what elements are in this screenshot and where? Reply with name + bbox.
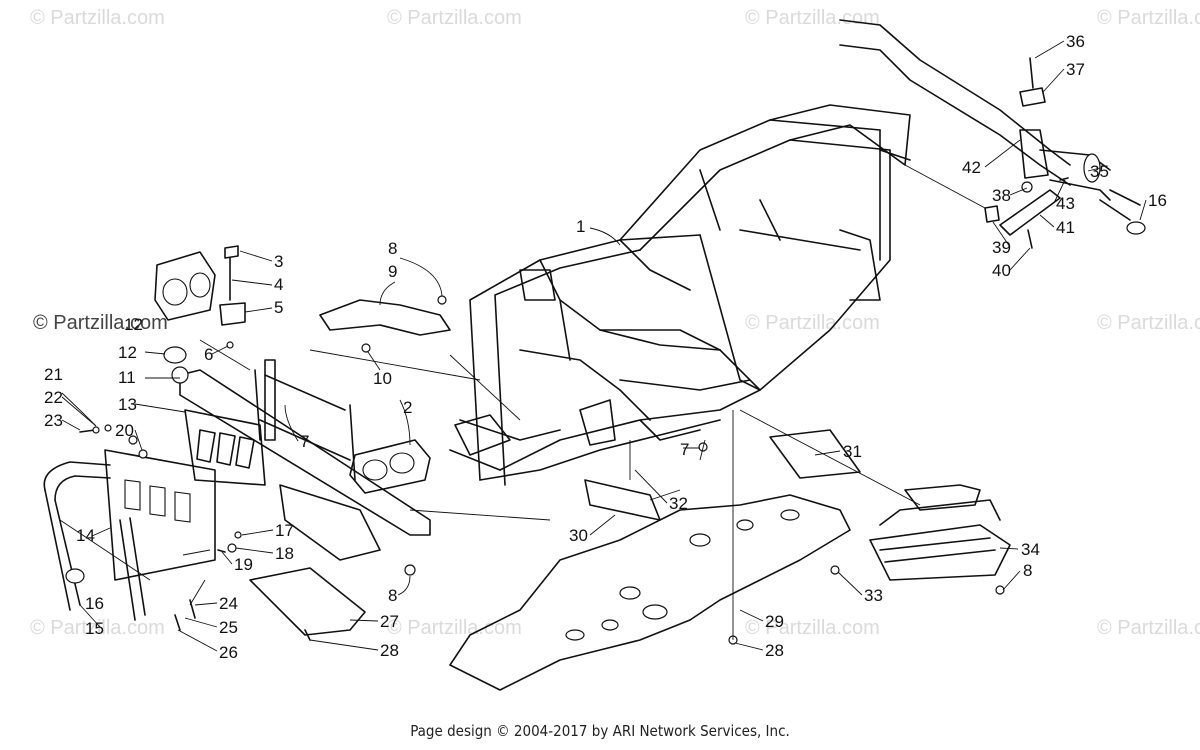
watermark-layer: © Partzilla.com © Partzilla.com © Partzi…: [30, 7, 1200, 639]
callout-8c: 8: [1023, 561, 1032, 580]
callout-28a: 28: [380, 641, 399, 660]
callout-37: 37: [1066, 60, 1085, 79]
front-bumper-assembly: [171, 359, 431, 561]
watermark-text: © Partzilla.com: [30, 617, 165, 639]
callout-19: 19: [234, 555, 253, 574]
callout-5: 5: [274, 298, 283, 317]
callout-27: 27: [380, 612, 399, 631]
callout-13: 13: [118, 395, 137, 414]
watermark-text: © Partzilla.com: [1097, 7, 1200, 29]
headlight-right: [349, 439, 431, 494]
callout-12b: 12: [118, 343, 137, 362]
right-footrest: [830, 484, 1011, 595]
callout-29: 29: [765, 612, 784, 631]
callout-12a: 12: [124, 315, 143, 334]
callout-38: 38: [992, 186, 1011, 205]
callout-1: 1: [576, 217, 585, 236]
watermark-text: © Partzilla.com: [387, 617, 522, 639]
watermark-text: © Partzilla.com: [387, 7, 522, 29]
callout-18: 18: [275, 544, 294, 563]
callout-leaders: [61, 40, 1147, 652]
callout-6: 6: [204, 345, 213, 364]
callout-35: 35: [1090, 162, 1109, 181]
callout-9: 9: [388, 262, 397, 281]
callout-14: 14: [76, 526, 95, 545]
callout-22: 22: [44, 388, 63, 407]
watermark-text: © Partzilla.com: [745, 617, 880, 639]
watermark-text: © Partzilla.com: [30, 7, 165, 29]
callout-7b: 7: [680, 440, 689, 459]
callout-28b: 28: [765, 641, 784, 660]
callout-8a: 8: [388, 239, 397, 258]
callout-labels: 1 2 3 4 5 6 7 7 8 8 8 9 10 11 12 12 13 1…: [44, 32, 1167, 662]
page-footer-copyright: Page design © 2004-2017 by ARI Network S…: [410, 722, 790, 740]
callout-42: 42: [962, 158, 981, 177]
rear-rack: [839, 19, 1146, 249]
callout-41: 41: [1056, 218, 1075, 237]
small-parts: [79, 245, 708, 641]
callout-24: 24: [219, 594, 238, 613]
skid-plate: [449, 494, 851, 691]
callout-33: 33: [864, 586, 883, 605]
callout-20: 20: [115, 421, 134, 440]
callout-26: 26: [219, 643, 238, 662]
callout-11: 11: [118, 368, 136, 387]
callout-36: 36: [1066, 32, 1085, 51]
callout-43: 43: [1056, 194, 1075, 213]
callout-39: 39: [992, 238, 1011, 257]
watermark-text: © Partzilla.com: [1097, 617, 1200, 639]
brush-guard: [43, 449, 216, 621]
callout-4: 4: [274, 275, 283, 294]
callout-30: 30: [569, 526, 588, 545]
assembly-lines: [59, 164, 986, 640]
callout-3: 3: [274, 252, 283, 271]
watermark-text: © Partzilla.com: [1097, 312, 1200, 334]
callout-16b: 16: [1148, 191, 1167, 210]
callout-31: 31: [843, 442, 862, 461]
callout-16a: 16: [85, 594, 104, 613]
callout-15: 15: [85, 619, 104, 638]
exploded-parts-diagram: © Partzilla.com © Partzilla.com © Partzi…: [30, 7, 1200, 691]
callout-32: 32: [669, 494, 688, 513]
watermark-text: © Partzilla.com: [745, 7, 880, 29]
watermark-text-dark: © Partzilla.com: [33, 312, 168, 334]
callout-21: 21: [44, 365, 63, 384]
callout-10: 10: [373, 369, 392, 388]
watermark-text: © Partzilla.com: [745, 312, 880, 334]
callout-8b: 8: [388, 586, 397, 605]
main-frame: [449, 104, 911, 486]
callout-23: 23: [44, 411, 63, 430]
callout-2: 2: [403, 398, 412, 417]
callout-7a: 7: [300, 432, 309, 451]
headlight-left: [154, 251, 216, 321]
callout-17: 17: [275, 521, 294, 540]
callout-25: 25: [219, 618, 238, 637]
callout-40: 40: [992, 261, 1011, 280]
callout-34: 34: [1021, 540, 1040, 559]
